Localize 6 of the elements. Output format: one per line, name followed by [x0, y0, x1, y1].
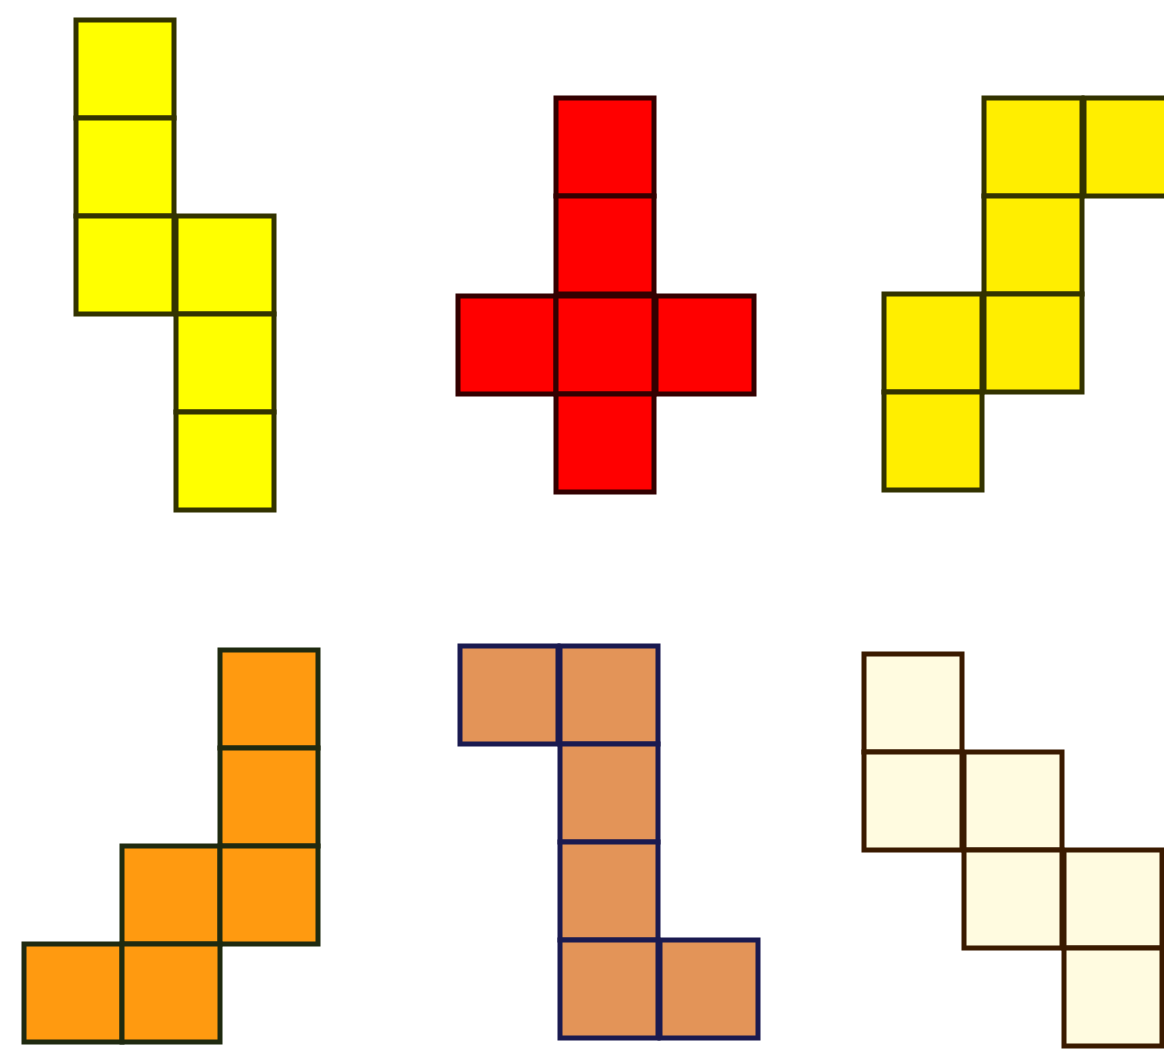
cube-net-drawing	[72, 16, 278, 514]
cube-net-drawing	[454, 94, 758, 496]
cube-net-drawing	[860, 650, 1164, 1050]
cube-net-drawing	[20, 646, 322, 1046]
cube-net-drawing	[456, 642, 762, 1042]
cube-net-drawing	[880, 94, 1164, 494]
